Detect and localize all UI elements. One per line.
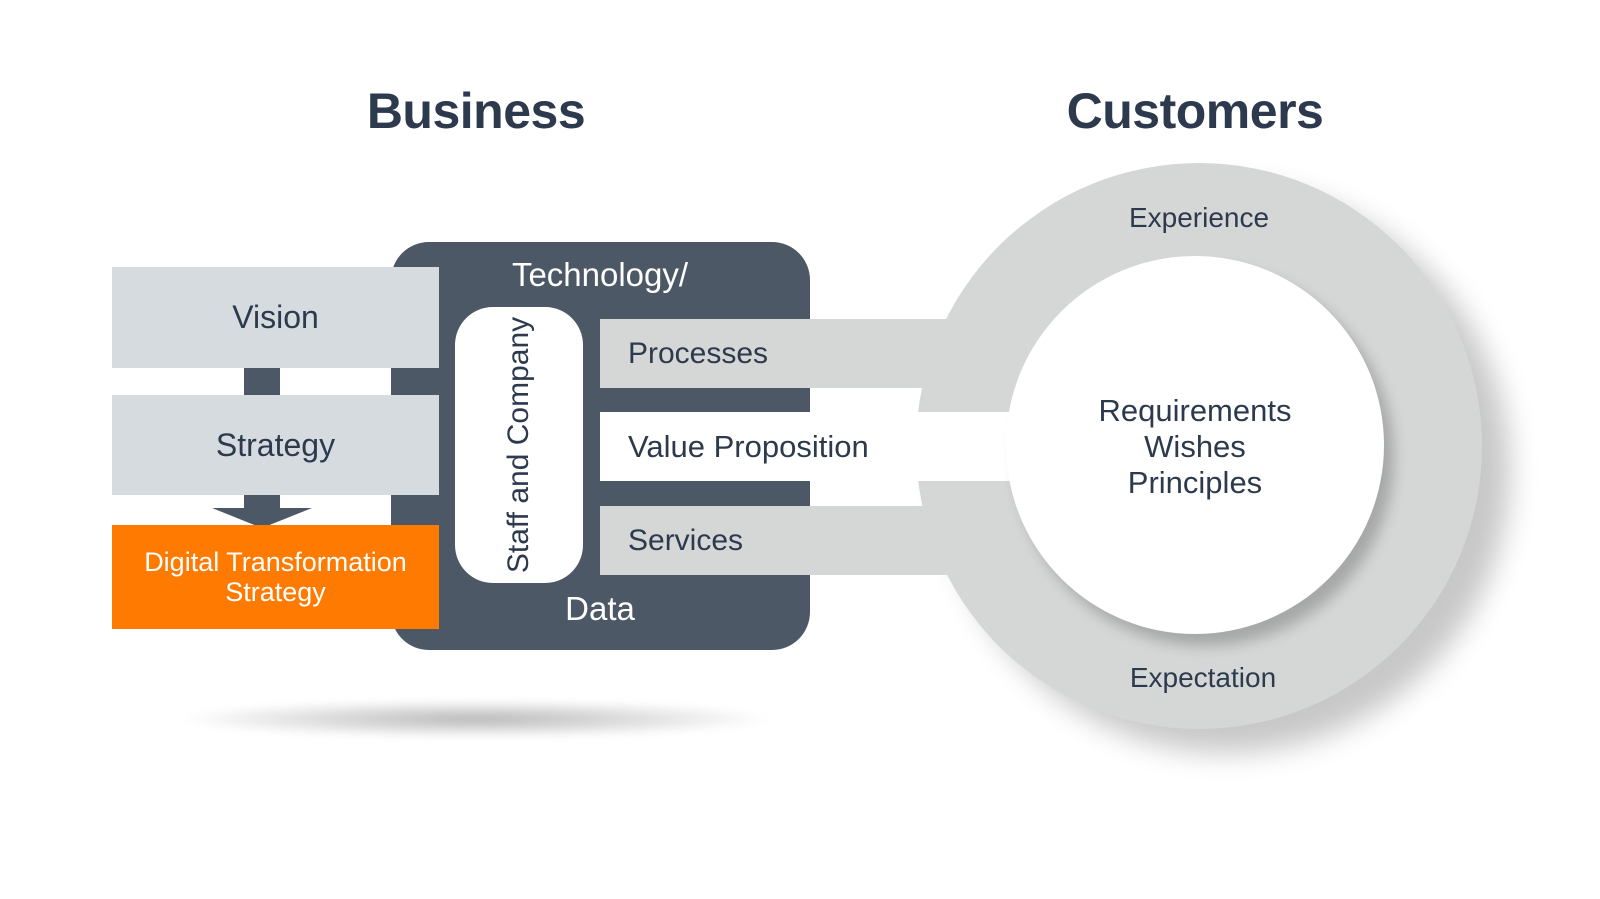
digital-transformation-strategy-box: Digital Transformation Strategy (112, 525, 439, 629)
processes-bar: Processes (600, 319, 948, 388)
wishes-label: Wishes (1144, 429, 1246, 464)
strategy-dts-connector (244, 495, 280, 510)
processes-label: Processes (628, 336, 769, 370)
value-proposition-label: Value Proposition (628, 428, 869, 464)
business-ground-shadow (175, 700, 775, 738)
services-label: Services (628, 523, 744, 557)
experience-label: Experience (1128, 202, 1270, 233)
vision-strategy-connector (244, 368, 280, 396)
strategy-label: Strategy (215, 426, 336, 463)
vision-label: Vision (232, 299, 319, 335)
customers-inner-circle (1006, 256, 1384, 634)
dts-label-line1: Digital Transformation (144, 547, 407, 577)
data-label: Data (565, 590, 635, 627)
requirements-label: Requirements (1098, 393, 1292, 428)
down-arrow-icon (212, 508, 312, 528)
dts-label-line2: Strategy (225, 577, 326, 607)
staff-company-pill: Staff and Company (455, 307, 583, 583)
principles-label: Principles (1127, 465, 1263, 500)
expectation-label: Expectation (1129, 662, 1277, 693)
services-bar: Services (600, 506, 948, 575)
vision-box: Vision (112, 267, 439, 368)
technology-label: Technology/ (511, 256, 689, 293)
staff-company-label: Staff and Company (502, 316, 535, 574)
customer-needs-list: Requirements Wishes Principles (1045, 393, 1345, 501)
customers-heading: Customers (1066, 83, 1324, 139)
value-proposition-bar: Value Proposition (600, 412, 1008, 481)
strategy-box: Strategy (112, 395, 439, 495)
business-heading: Business (366, 83, 586, 139)
